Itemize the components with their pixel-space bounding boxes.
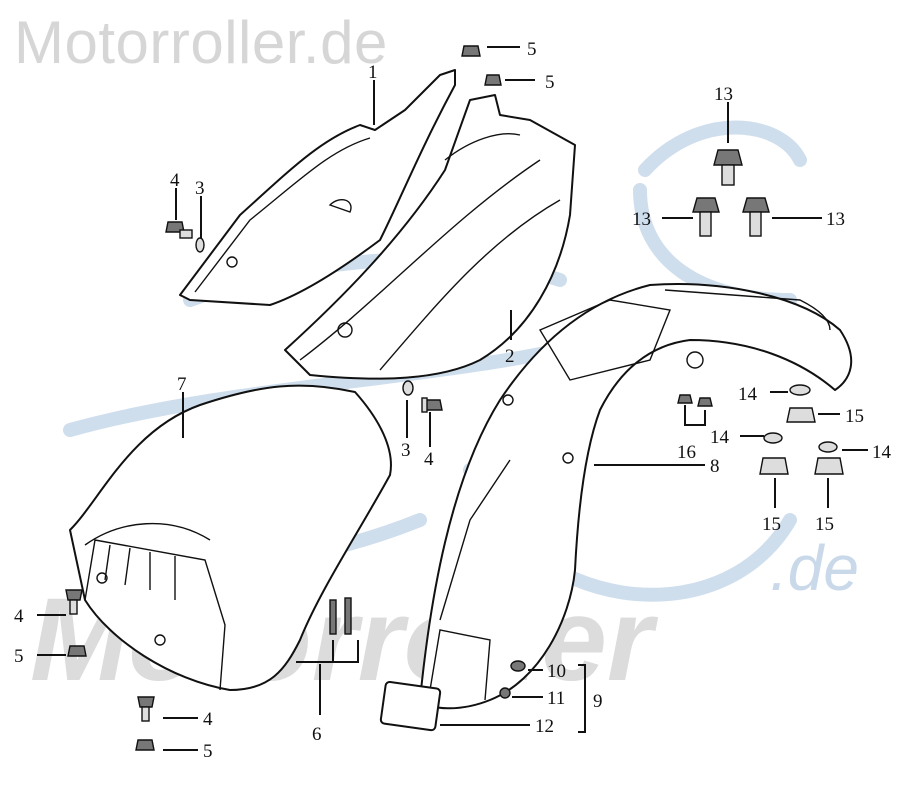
callout-4: 4 [203, 709, 213, 730]
callout-4: 4 [14, 606, 24, 627]
callout-13: 13 [632, 209, 651, 230]
watermark-domain: .de [770, 532, 859, 604]
part-7-rear-cowl [69, 384, 392, 691]
leader-lines [37, 46, 868, 751]
callout-7: 7 [177, 374, 187, 395]
part-2-side-cover [284, 94, 576, 380]
callout-3: 3 [195, 178, 205, 199]
part-15-nut-c [814, 457, 844, 475]
callout-5: 5 [527, 39, 537, 60]
callout-9: 9 [593, 691, 603, 712]
callout-8: 8 [710, 456, 720, 477]
part-5-clip-second [484, 74, 502, 86]
part-8-rear-fender [419, 283, 853, 710]
part-5-clip-bottom [135, 739, 155, 751]
callout-5: 5 [545, 72, 555, 93]
callout-labels: 5 5 1 4 3 13 13 13 2 7 3 4 14 15 14 14 1… [14, 39, 892, 762]
callout-5: 5 [14, 646, 24, 667]
callout-10: 10 [547, 661, 566, 682]
part-4-screw-upper [165, 221, 193, 239]
callout-4: 4 [170, 170, 180, 191]
part-13-bolt-left [692, 197, 720, 237]
part-5-clip-left [67, 645, 87, 657]
callout-16: 16 [677, 442, 696, 463]
part-4-screw-bottom [137, 696, 155, 722]
callout-14: 14 [872, 442, 892, 463]
callout-11: 11 [547, 688, 565, 709]
part-13-bolt-top [713, 149, 743, 186]
callout-5: 5 [203, 741, 213, 762]
part-4-screw-left [65, 589, 83, 615]
part-5-clip-top [461, 45, 481, 57]
callout-4: 4 [424, 449, 434, 470]
part-6-screws [329, 597, 352, 635]
callout-14: 14 [710, 427, 730, 448]
watermark-top: Motorroller.de [14, 9, 388, 76]
part-10-clip [510, 660, 526, 672]
part-14-washer-c [818, 441, 838, 453]
part-15-nut-a [786, 407, 816, 423]
part-16-bolts [677, 394, 713, 407]
part-13-bolt-right [742, 197, 770, 237]
callout-6: 6 [312, 724, 322, 745]
part-1-side-cover [179, 69, 456, 306]
callout-13: 13 [826, 209, 845, 230]
callout-3: 3 [401, 440, 411, 461]
part-15-nut-b [759, 457, 789, 475]
part-14-washer-a [789, 384, 811, 396]
callout-13: 13 [714, 84, 733, 105]
callout-2: 2 [505, 346, 515, 367]
callout-14: 14 [738, 384, 758, 405]
callout-1: 1 [368, 62, 378, 83]
part-3-grommet-mid [402, 380, 414, 396]
part-11-nut [499, 687, 511, 699]
part-4-screw-mid [421, 397, 443, 413]
callout-15: 15 [845, 406, 864, 427]
part-3-grommet-upper [195, 237, 205, 253]
part-14-washer-b [763, 432, 783, 444]
part-12-reflector [379, 680, 442, 732]
callout-15: 15 [762, 514, 781, 535]
callout-12: 12 [535, 716, 554, 737]
callout-15: 15 [815, 514, 834, 535]
